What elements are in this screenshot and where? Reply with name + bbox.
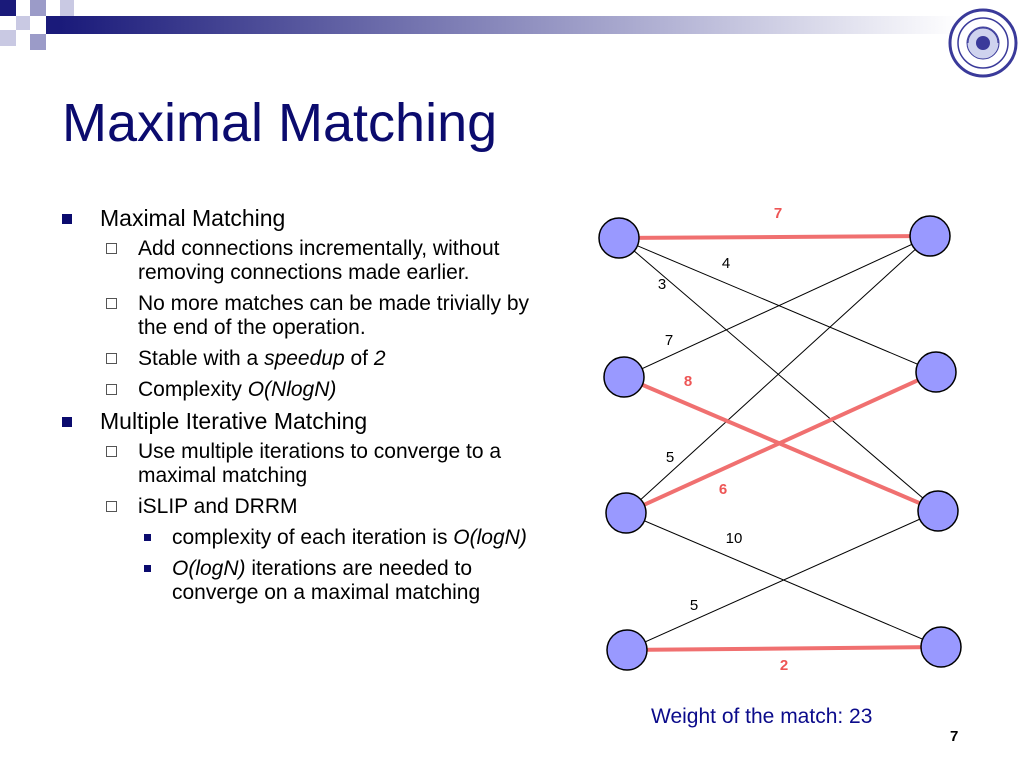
bullet-text: Maximal Matching bbox=[100, 205, 286, 231]
hollow-square-bullet-icon bbox=[106, 353, 117, 364]
bullet-emphasis: 2 bbox=[373, 347, 386, 370]
bullet-level2: iSLIP and DRRM bbox=[62, 495, 552, 519]
bullet-text: Use multiple iterations to converge to a… bbox=[138, 440, 502, 487]
input-port-node bbox=[605, 492, 647, 534]
edge-weight-label: 7 bbox=[665, 332, 673, 349]
bullet-text: No more matches can be made trivially by… bbox=[138, 292, 529, 339]
deco-square bbox=[0, 0, 16, 16]
output-port-node bbox=[917, 490, 959, 532]
square-bullet-icon bbox=[62, 417, 72, 427]
bullet-level2: Add connections incrementally, without r… bbox=[62, 237, 552, 285]
edge-weight-label: 5 bbox=[690, 597, 698, 614]
matched-edge bbox=[626, 645, 942, 652]
bullet-list: Maximal Matching Add connections increme… bbox=[62, 206, 552, 612]
edge-weight-label: 6 bbox=[719, 481, 727, 498]
bullet-level2: Use multiple iterations to converge to a… bbox=[62, 440, 552, 488]
bullet-text: Multiple Iterative Matching bbox=[100, 408, 368, 434]
bullet-level3: O(logN) iterations are needed to converg… bbox=[62, 557, 552, 605]
deco-square bbox=[0, 30, 16, 46]
hollow-square-bullet-icon bbox=[106, 384, 117, 395]
edge-weight-label: 7 bbox=[774, 205, 782, 222]
bullet-emphasis: O(NlogN) bbox=[247, 378, 337, 401]
edge-weight-label: 3 bbox=[658, 276, 666, 293]
deco-square bbox=[30, 34, 46, 50]
bullet-level2: Stable with a speedup of 2 bbox=[62, 347, 552, 371]
university-seal-logo bbox=[948, 8, 1018, 78]
input-port-node bbox=[598, 217, 640, 259]
square-bullet-icon bbox=[62, 214, 72, 224]
bullet-emphasis: O(logN) bbox=[172, 557, 246, 580]
edge bbox=[626, 510, 939, 651]
hollow-square-bullet-icon bbox=[106, 501, 117, 512]
edge-weight-label: 8 bbox=[684, 373, 692, 390]
hollow-square-bullet-icon bbox=[106, 446, 117, 457]
bullet-level2: Complexity O(NlogN) bbox=[62, 378, 552, 402]
edge-weight-label: 5 bbox=[666, 449, 674, 466]
slide-title: Maximal Matching bbox=[62, 93, 498, 153]
header-gradient-bar bbox=[60, 16, 960, 34]
edge bbox=[618, 237, 937, 373]
page-number: 7 bbox=[950, 728, 959, 745]
input-port-node bbox=[603, 356, 645, 398]
output-port-node bbox=[915, 351, 957, 393]
small-square-bullet-icon bbox=[144, 534, 151, 541]
bullet-level1: Maximal Matching bbox=[62, 206, 552, 231]
input-port-node bbox=[606, 629, 648, 671]
bullet-text: Complexity bbox=[138, 378, 248, 401]
bullet-text: Add connections incrementally, without r… bbox=[138, 237, 500, 284]
deco-square bbox=[46, 16, 60, 34]
edge bbox=[623, 235, 931, 378]
edge-weight-label: 10 bbox=[726, 530, 743, 547]
bullet-emphasis: O(logN) bbox=[453, 526, 527, 549]
matched-edge bbox=[618, 234, 931, 240]
bullet-text: Stable with a bbox=[138, 347, 265, 370]
edge-weight-label: 2 bbox=[780, 657, 788, 674]
header-decoration bbox=[0, 0, 960, 50]
bullet-level3: complexity of each iteration is O(logN) bbox=[62, 526, 552, 550]
bullet-level1: Multiple Iterative Matching bbox=[62, 409, 552, 434]
bullet-level2: No more matches can be made trivially by… bbox=[62, 292, 552, 340]
output-port-node bbox=[909, 215, 951, 257]
bullet-text: iSLIP and DRRM bbox=[138, 495, 298, 518]
hollow-square-bullet-icon bbox=[106, 243, 117, 254]
deco-square bbox=[16, 16, 30, 30]
output-port-node bbox=[920, 626, 962, 668]
bullet-text: complexity of each iteration is bbox=[172, 526, 454, 549]
bullet-emphasis: speedup bbox=[264, 347, 345, 370]
match-weight-caption: Weight of the match: 23 bbox=[651, 705, 873, 728]
hollow-square-bullet-icon bbox=[106, 298, 117, 309]
edge bbox=[625, 235, 931, 514]
deco-square bbox=[30, 0, 46, 16]
deco-square bbox=[60, 0, 74, 16]
small-square-bullet-icon bbox=[144, 565, 151, 572]
bullet-text: of bbox=[344, 347, 374, 370]
bullet-text: iterations are needed to converge on a m… bbox=[172, 557, 481, 604]
edge-weight-label: 4 bbox=[722, 255, 730, 272]
matched-edge bbox=[625, 370, 937, 515]
